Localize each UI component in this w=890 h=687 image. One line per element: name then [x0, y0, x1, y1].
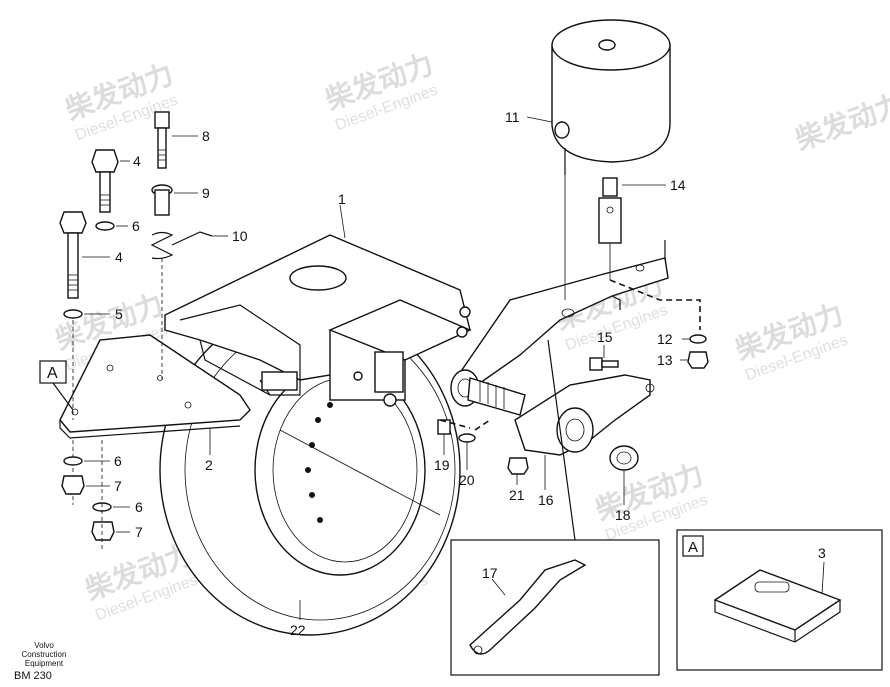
callout-13: 13	[657, 352, 673, 368]
callout-6: 6	[135, 499, 143, 515]
brake-bracket	[59, 334, 251, 439]
assembly-lines	[547, 175, 701, 541]
callout-1: 1	[338, 191, 346, 207]
callout-numbers: 1 2 4 4 5 6 6 6 7 7 8 9 10 11 12 13 14 1…	[114, 109, 826, 638]
callout-21: 21	[509, 487, 525, 503]
inset-detail-17	[450, 539, 660, 676]
caption-brand: Volvo Construction	[21, 641, 67, 659]
callout-20: 20	[459, 472, 475, 488]
callout-18: 18	[615, 507, 631, 523]
callout-11: 11	[505, 109, 520, 125]
callout-leaders	[82, 116, 825, 620]
callout-6: 6	[132, 218, 140, 234]
callout-8: 8	[202, 128, 210, 144]
view-a-marker-label: A	[47, 365, 58, 382]
bolt-bushing-spring	[150, 111, 213, 380]
caption-code: BM 230	[14, 670, 52, 682]
brake-caliper	[164, 234, 472, 407]
callout-3: 3	[818, 545, 826, 561]
callout-22: 22	[290, 622, 306, 638]
inset-view-a	[676, 529, 883, 671]
callout-4: 4	[133, 153, 141, 169]
inset-a-marker-label: A	[688, 539, 698, 556]
inset-a-marker-box	[682, 535, 704, 557]
callout-9: 9	[202, 185, 210, 201]
brake-chamber	[551, 19, 671, 175]
watermark-text: 柴发动力	[791, 87, 890, 155]
callout-12: 12	[657, 331, 673, 347]
callout-5: 5	[115, 306, 123, 322]
callout-2: 2	[205, 457, 213, 473]
callout-6: 6	[114, 453, 122, 469]
callout-7: 7	[135, 524, 143, 540]
callout-10: 10	[232, 228, 248, 244]
caption-block: Volvo Construction Equipment BM 230	[14, 641, 74, 682]
callout-19: 19	[434, 457, 450, 473]
callout-7: 7	[114, 478, 122, 494]
callout-4: 4	[115, 249, 123, 265]
clevis	[598, 177, 622, 244]
mounting-arm	[454, 257, 669, 391]
bolt-stack-left	[59, 149, 119, 550]
callout-16: 16	[538, 492, 554, 508]
callout-14: 14	[670, 177, 686, 193]
callout-15: 15	[597, 329, 613, 345]
callout-17: 17	[482, 565, 498, 581]
caption-sub: Equipment	[24, 659, 64, 668]
camshaft-and-slack-adjuster	[450, 369, 655, 456]
